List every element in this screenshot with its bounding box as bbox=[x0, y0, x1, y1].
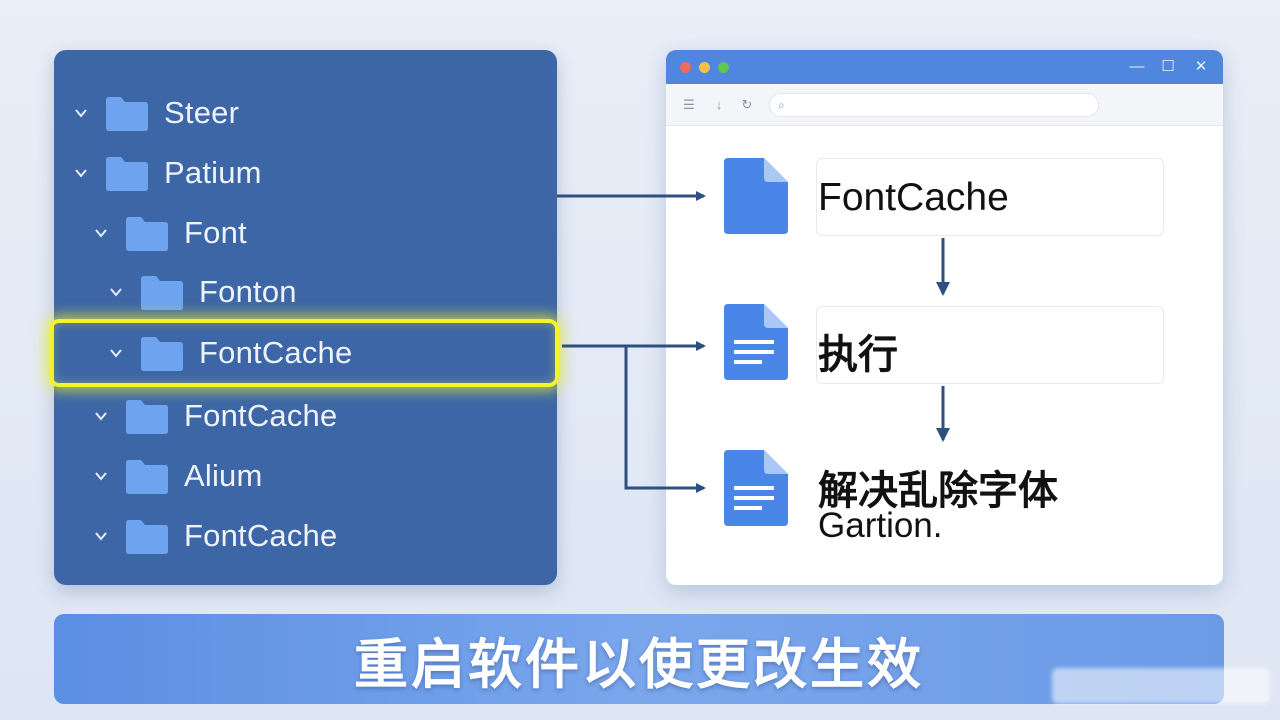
tree-item-patium[interactable]: Patium bbox=[70, 146, 262, 200]
folder-tree-panel bbox=[54, 50, 557, 585]
folder-icon bbox=[139, 334, 185, 372]
minimize-dot-button[interactable] bbox=[699, 62, 710, 73]
close-button[interactable]: ✕ bbox=[1194, 58, 1208, 75]
folder-icon bbox=[124, 457, 170, 495]
tree-item-fontcache[interactable]: FontCache bbox=[90, 389, 337, 443]
chevron-down-icon[interactable] bbox=[90, 405, 112, 427]
tree-item-label: FontCache bbox=[184, 518, 338, 553]
maximize-button[interactable]: ☐ bbox=[1161, 58, 1175, 75]
folder-icon bbox=[124, 397, 170, 435]
refresh-icon[interactable]: ↻ bbox=[741, 97, 753, 112]
tree-item-label: Fonton bbox=[199, 274, 297, 309]
instruction-banner: 重启软件以使更改生效 bbox=[54, 614, 1224, 704]
file-icon bbox=[722, 156, 790, 236]
download-icon[interactable]: ↓ bbox=[715, 97, 723, 112]
tree-item-fontcache[interactable]: FontCache bbox=[90, 509, 337, 563]
tree-item-label: Font bbox=[184, 215, 247, 250]
window-toolbar: ☰ ↓ ↻ ⌕ bbox=[666, 84, 1223, 126]
tree-item-label: Alium bbox=[184, 458, 263, 493]
chevron-down-icon[interactable] bbox=[70, 162, 92, 184]
zoom-dot-button[interactable] bbox=[718, 62, 729, 73]
folder-icon bbox=[104, 154, 150, 192]
chevron-down-icon[interactable] bbox=[70, 102, 92, 124]
file-window: — ☐ ✕ ☰ ↓ ↻ ⌕ FontCache 执行 解决乱除字体 Gartio… bbox=[666, 50, 1223, 585]
window-titlebar: — ☐ ✕ bbox=[666, 50, 1223, 84]
file-card-execute[interactable] bbox=[816, 306, 1164, 384]
chevron-down-icon[interactable] bbox=[90, 222, 112, 244]
chevron-down-icon[interactable] bbox=[105, 281, 127, 303]
tree-item-font[interactable]: Font bbox=[90, 206, 247, 260]
close-dot-button[interactable] bbox=[680, 62, 691, 73]
tree-item-label: Steer bbox=[164, 95, 240, 130]
file-card-fontcache[interactable] bbox=[816, 158, 1164, 236]
banner-text: 重启软件以使更改生效 bbox=[354, 634, 924, 695]
list-icon[interactable]: ☰ bbox=[683, 97, 695, 112]
file-title: 执行 bbox=[818, 333, 898, 377]
chevron-down-icon[interactable] bbox=[90, 465, 112, 487]
folder-icon bbox=[139, 273, 185, 311]
chevron-down-icon[interactable] bbox=[105, 342, 127, 364]
chevron-right-icon[interactable] bbox=[90, 525, 112, 547]
tree-item-label: FontCache bbox=[184, 398, 338, 433]
file-title: 解决乱除字体 bbox=[818, 469, 1058, 513]
folder-icon bbox=[124, 214, 170, 252]
tree-item-steer[interactable]: Steer bbox=[70, 86, 239, 140]
tree-item-alium[interactable]: Alium bbox=[90, 449, 263, 503]
watermark bbox=[1052, 668, 1270, 704]
document-icon bbox=[722, 448, 790, 528]
folder-icon bbox=[104, 94, 150, 132]
selected-item-highlight bbox=[49, 319, 559, 387]
tree-item-fonton[interactable]: Fonton bbox=[105, 265, 297, 319]
minimize-button[interactable]: — bbox=[1129, 58, 1145, 75]
tree-item-label: Patium bbox=[164, 155, 262, 190]
folder-icon bbox=[124, 517, 170, 555]
search-input[interactable]: ⌕ bbox=[769, 93, 1099, 117]
tree-item-fontcache-selected[interactable]: FontCache bbox=[105, 326, 352, 380]
search-icon: ⌕ bbox=[778, 98, 785, 112]
document-icon bbox=[722, 302, 790, 382]
file-subtitle: Gartion. bbox=[818, 506, 943, 545]
file-title: FontCache bbox=[818, 176, 1009, 219]
tree-item-label: FontCache bbox=[199, 335, 353, 370]
